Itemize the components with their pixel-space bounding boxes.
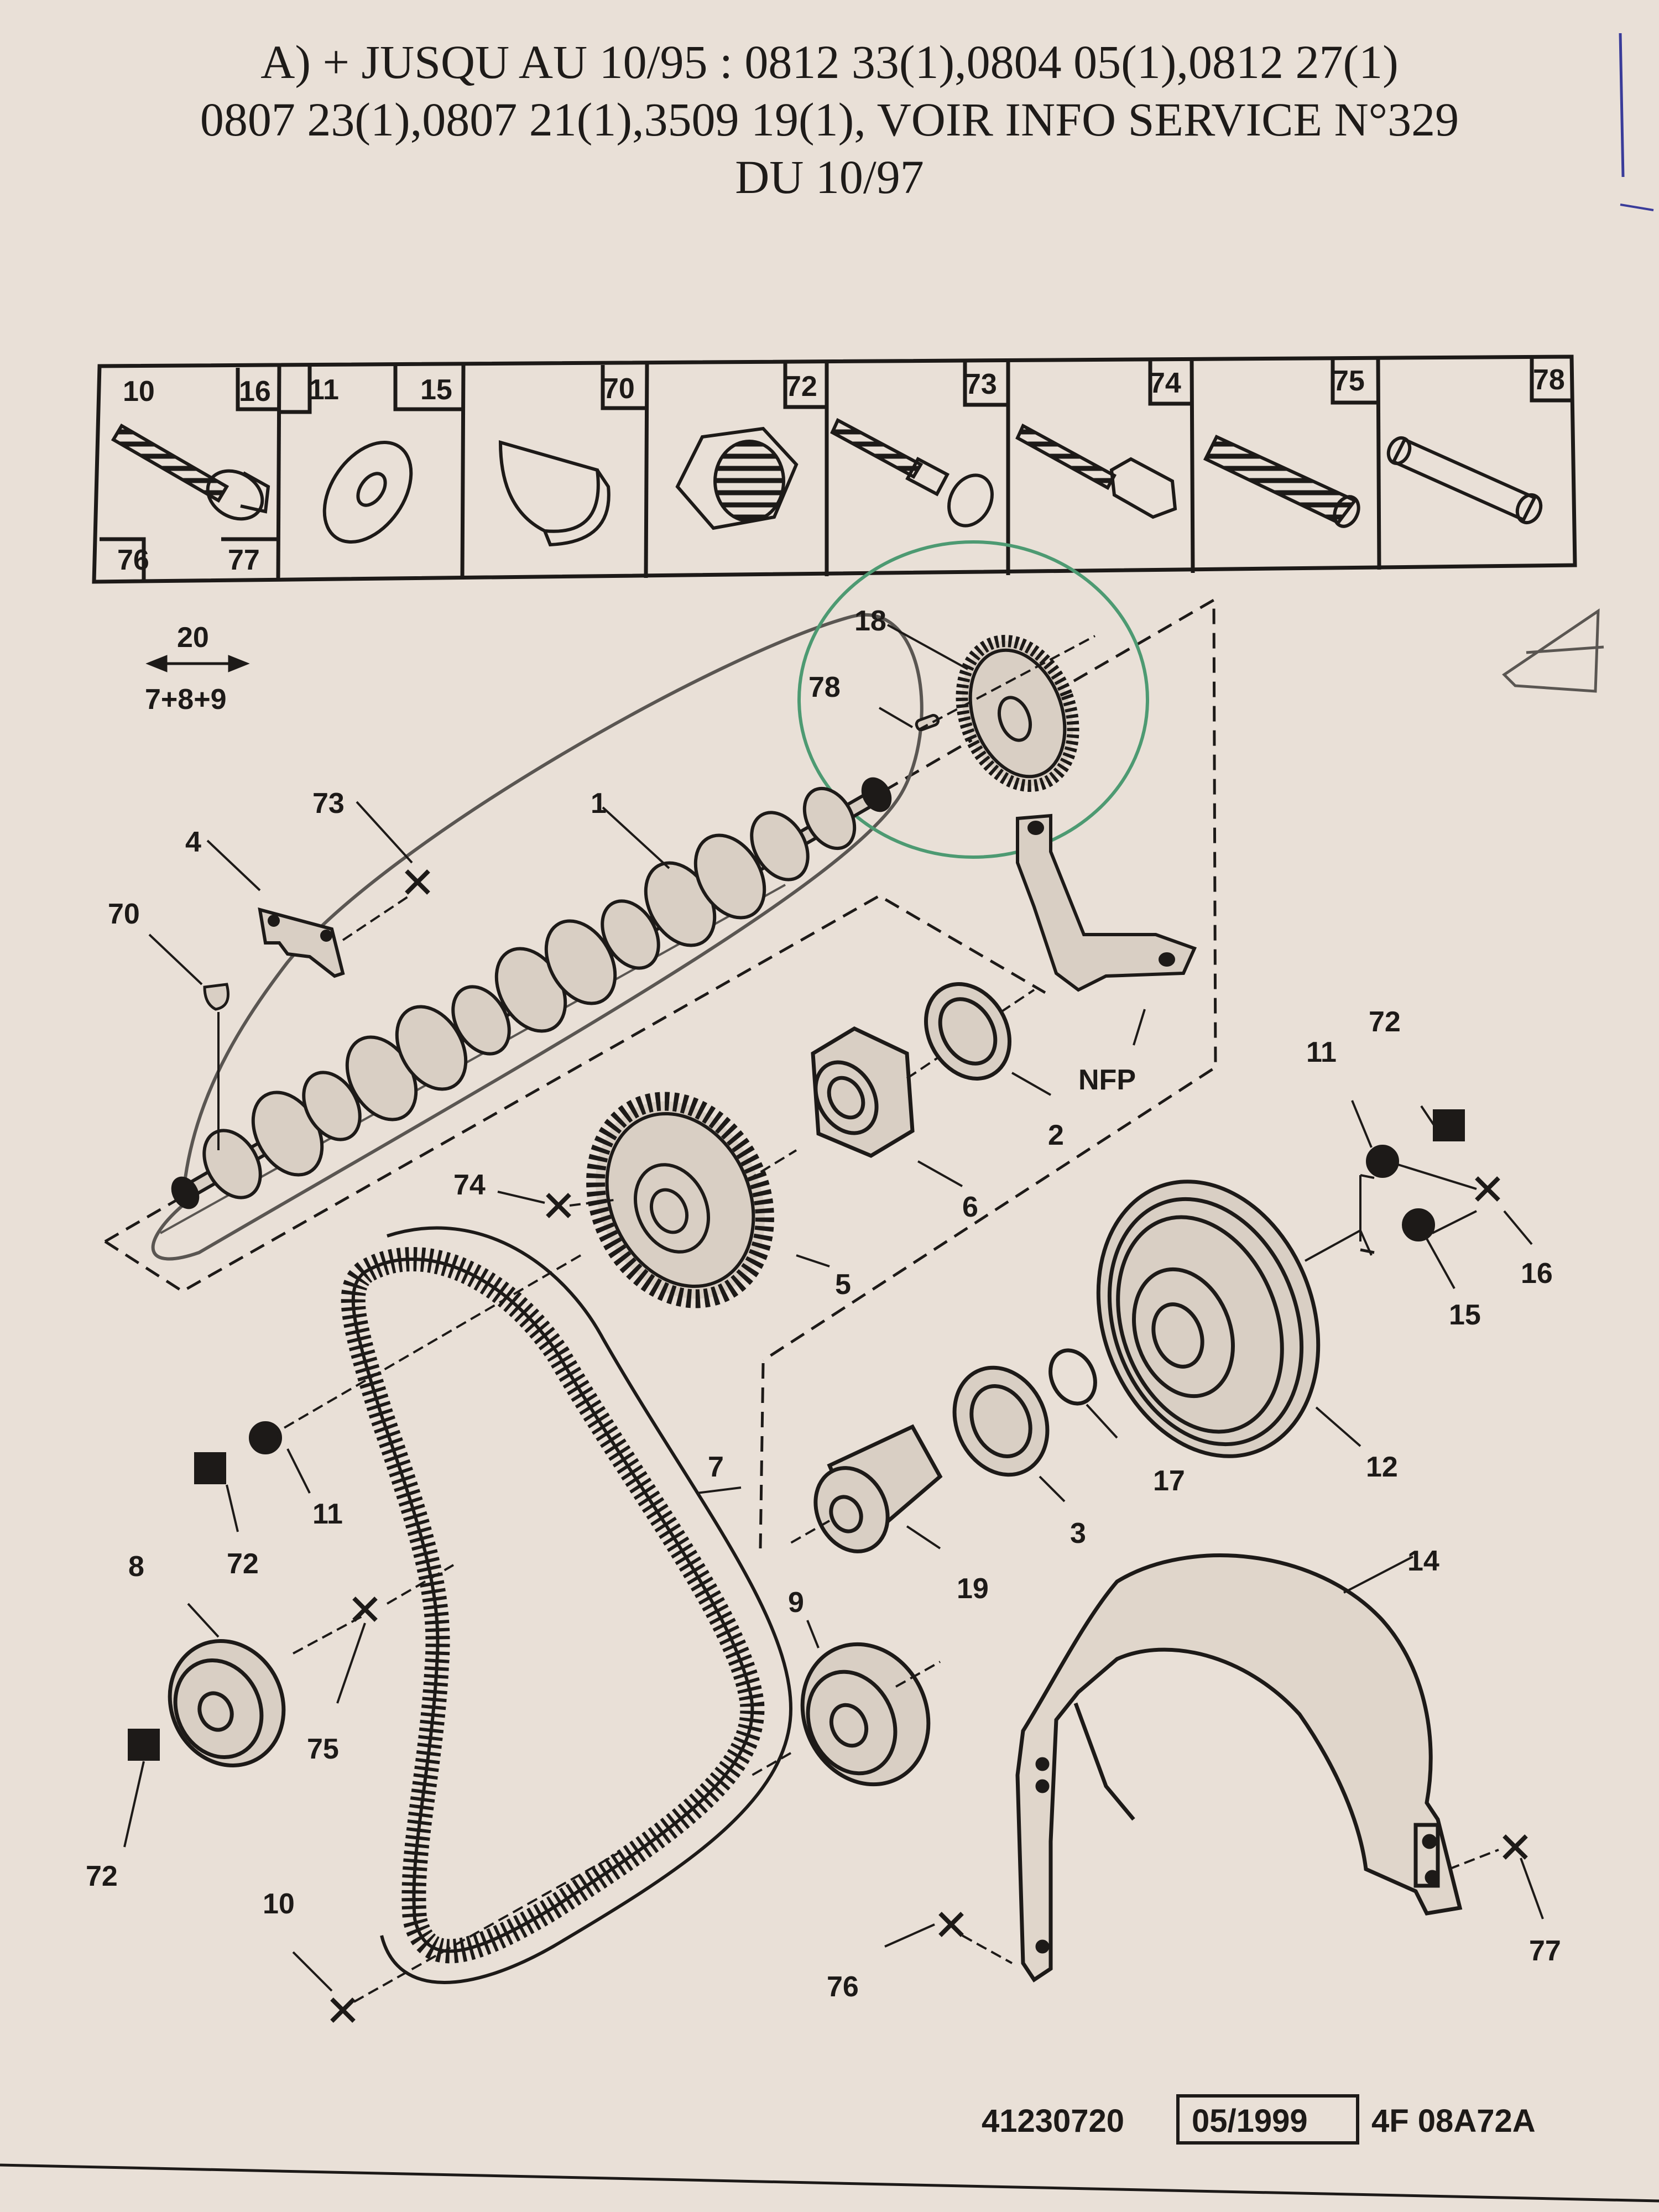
callout-72c: 72 — [86, 1860, 118, 1892]
legend-num-73: 73 — [965, 368, 997, 400]
callout-11b: 11 — [312, 1498, 343, 1530]
o-ring-17 — [1048, 1348, 1097, 1406]
callout-7: 7 — [708, 1451, 724, 1483]
spacer-19 — [813, 1424, 943, 1553]
flange-bolt-icon — [111, 423, 270, 521]
oil-seal-3 — [952, 1365, 1050, 1477]
oil-seal-2 — [924, 982, 1011, 1081]
bolt-marker-73 — [405, 869, 430, 895]
legend-num-76: 76 — [117, 544, 149, 576]
camshaft-sprocket-5 — [586, 1092, 774, 1308]
callout-3: 3 — [1070, 1517, 1086, 1550]
retaining-plate-4 — [258, 907, 345, 978]
timing-belt-7 — [341, 1226, 793, 1984]
bolt-marker-10 — [330, 1997, 356, 2023]
footer-date-box — [1176, 2094, 1359, 2145]
legend-num-15: 15 — [420, 374, 452, 406]
margin-pen-marks — [1502, 33, 1654, 693]
legend-num-77: 77 — [228, 544, 260, 576]
fastener-symbols — [128, 869, 1528, 2023]
nut-square-72b — [194, 1452, 226, 1484]
legend-num-70: 70 — [603, 373, 635, 405]
callout-4: 4 — [185, 826, 201, 858]
bearing-housing-6 — [811, 1026, 915, 1158]
camshaft-gear-18 — [956, 635, 1079, 792]
nut-square-72 — [1433, 1109, 1465, 1141]
callout-nfp: NFP — [1078, 1064, 1136, 1096]
dowel-pin-icon — [1386, 436, 1543, 525]
legend-num-75: 75 — [1333, 365, 1365, 397]
legend-num-16: 16 — [239, 375, 271, 408]
callout-19: 19 — [957, 1573, 989, 1605]
legend-num-74: 74 — [1149, 367, 1181, 399]
callout-72b: 72 — [227, 1548, 259, 1580]
bolt-marker-74 — [546, 1193, 571, 1218]
callout-15: 15 — [1449, 1299, 1481, 1331]
header-line-3: DU 10/97 — [735, 150, 924, 204]
callout-10: 10 — [263, 1888, 295, 1920]
callout-12: 12 — [1366, 1451, 1398, 1483]
legend-num-10: 10 — [123, 375, 155, 408]
woodruff-key-70 — [203, 983, 229, 1011]
callout-8: 8 — [128, 1551, 144, 1583]
callout-14: 14 — [1407, 1545, 1439, 1577]
stud-marker-75 — [352, 1597, 378, 1622]
bracket-nfp — [1016, 813, 1197, 992]
callout-70: 70 — [108, 898, 140, 930]
bolt-marker-16 — [1475, 1176, 1500, 1202]
callout-73: 73 — [312, 787, 345, 820]
callout-18: 18 — [854, 605, 886, 637]
dimension-top: 20 — [177, 622, 209, 654]
callout-17: 17 — [1153, 1465, 1185, 1497]
callout-9: 9 — [788, 1587, 804, 1619]
shoulder-bolt-icon — [830, 418, 994, 528]
header-note: A) + JUSQU AU 10/95 : 0812 33(1),0804 05… — [0, 33, 1659, 206]
woodruff-key-icon — [498, 440, 611, 547]
footer-date: 05/1999 — [1192, 2103, 1308, 2139]
tensioner-roller-8 — [168, 1639, 286, 1767]
callout-76: 76 — [827, 1971, 859, 2003]
legend-num-11: 11 — [309, 374, 339, 406]
pencil-loop-annotation — [151, 613, 924, 1261]
washer-dot-11b — [249, 1421, 282, 1454]
camshaft — [171, 777, 892, 1209]
idler-roller-9 — [800, 1642, 931, 1787]
legend-num-72: 72 — [785, 371, 817, 403]
crankshaft-pulley-12 — [1096, 1180, 1321, 1458]
header-line-2: 0807 23(1),0807 21(1),3509 19(1), VOIR I… — [200, 93, 1459, 146]
hex-nut-icon — [675, 426, 799, 530]
callout-11a: 11 — [1306, 1036, 1337, 1068]
washer-dot-15 — [1402, 1208, 1435, 1241]
callout-16: 16 — [1521, 1258, 1553, 1290]
page-edge-line — [0, 2163, 1659, 2203]
callout-2: 2 — [1048, 1119, 1064, 1151]
washer-icon — [322, 440, 413, 544]
footer-code: 4F 08A72A — [1371, 2103, 1536, 2139]
dimension-arrow — [145, 655, 250, 672]
stud-icon — [1203, 435, 1360, 528]
dimension-bottom: 7+8+9 — [145, 684, 227, 716]
callout-72a: 72 — [1369, 1006, 1401, 1038]
green-marker-circle — [797, 540, 1149, 859]
timing-cover-14 — [1015, 1553, 1463, 1983]
callout-1: 1 — [591, 787, 607, 820]
fastener-legend-table — [92, 354, 1577, 584]
callout-5: 5 — [835, 1269, 851, 1301]
nut-square-72c — [128, 1729, 160, 1761]
callout-74: 74 — [453, 1169, 486, 1201]
callout-75: 75 — [307, 1733, 339, 1765]
bolt-marker-76 — [938, 1912, 964, 1937]
legend-num-78: 78 — [1533, 364, 1565, 396]
callout-6: 6 — [962, 1191, 978, 1223]
header-line-1: A) + JUSQU AU 10/95 : 0812 33(1),0804 05… — [260, 35, 1399, 88]
hex-bolt-icon — [1015, 423, 1177, 519]
bolt-marker-77 — [1503, 1834, 1528, 1860]
callout-78: 78 — [808, 671, 841, 703]
callout-77: 77 — [1529, 1935, 1561, 1967]
footer-ref: 41230720 — [982, 2103, 1124, 2139]
leader-lines — [123, 624, 1544, 2003]
washer-dot-11 — [1366, 1145, 1399, 1178]
